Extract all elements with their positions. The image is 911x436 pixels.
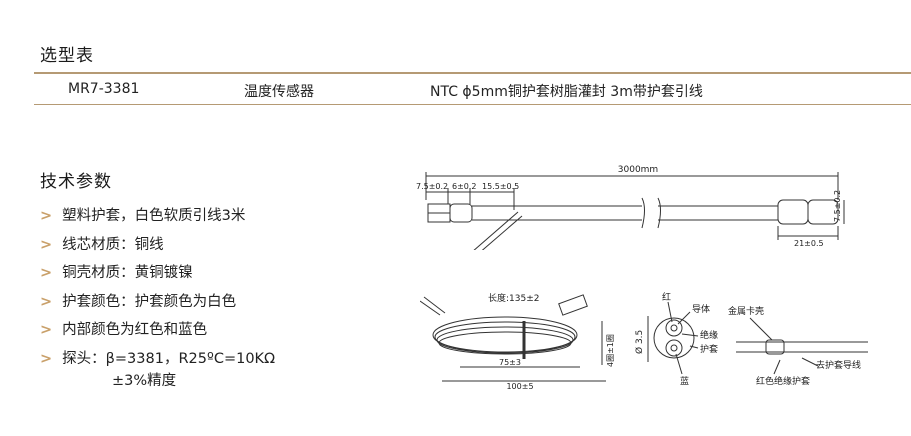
coil-drawing: 长度:135±2 4圈±1圈 75±3 100±5 <box>420 292 615 390</box>
dim-b-label: 6±0.2 <box>452 182 477 191</box>
stripped-lead-label: 去护套导线 <box>816 359 861 371</box>
spec-item: >线芯材质：铜线 <box>40 236 164 253</box>
spec-item: >探头：β=3381，R25ºC=10KΩ <box>40 350 276 367</box>
total-length-label: 3000mm <box>618 165 658 175</box>
description-cell: NTC ϕ5mm铜护套树脂灌封 3m带护套引线 <box>430 84 703 100</box>
chevron-right-icon: > <box>40 350 53 367</box>
table-top-rule <box>34 72 911 74</box>
dim-a-label: 7.5±0.2 <box>416 182 448 191</box>
section-diameter-label: Ø 3.5 <box>634 330 645 354</box>
spec-list: >塑料护套，白色软质引线3米 >线芯材质：铜线 >铜壳材质：黄铜镀镍 >护套颜色… <box>40 204 275 375</box>
table-bottom-rule <box>34 104 911 105</box>
blue-label: 蓝 <box>680 375 689 387</box>
product-drawing: 3000mm 7.5±0.2 6±0.2 15.5±0.5 21±0.5 7.5… <box>416 165 845 250</box>
conductor-label: 导体 <box>692 303 710 315</box>
chevron-right-icon: > <box>40 293 53 310</box>
spec-item: >塑料护套，白色软质引线3米 <box>40 208 246 224</box>
chevron-right-icon: > <box>40 236 53 253</box>
spec-item: >护套颜色：护套颜色为白色 <box>40 293 237 310</box>
coil-loop-label: 4圈±1圈 <box>606 334 615 367</box>
spec-continuation: ±3%精度 <box>112 373 177 389</box>
sheath-label: 护套 <box>700 343 718 355</box>
metal-shell-label: 金属卡壳 <box>728 305 764 317</box>
chevron-right-icon: > <box>40 265 53 281</box>
chevron-right-icon: > <box>40 208 53 224</box>
spec-item: >内部颜色为红色和蓝色 <box>40 322 208 338</box>
model-cell: MR7-3381 <box>68 81 140 97</box>
coil-length-label: 长度:135±2 <box>488 292 539 304</box>
tech-title: 技术参数 <box>40 172 112 192</box>
red-label: 红 <box>662 291 671 303</box>
probe-length-label: 21±0.5 <box>794 239 824 248</box>
coil-outer-dim: 100±5 <box>506 382 533 390</box>
cross-section-drawing: 红 导体 绝缘 护套 蓝 Ø 3.5 <box>634 291 718 387</box>
red-sleeve-label: 红色绝缘护套 <box>756 375 810 387</box>
detail-drawing: 金属卡壳 去护套导线 红色绝缘护套 <box>728 305 868 387</box>
product-name-cell: 温度传感器 <box>244 84 314 100</box>
dim-c-label: 15.5±0.5 <box>482 182 519 191</box>
insulation-label: 绝缘 <box>700 329 718 341</box>
probe-diameter-label: 7.5±0.2 <box>833 190 842 222</box>
chevron-right-icon: > <box>40 322 53 338</box>
coil-inner-dim: 75±3 <box>499 358 521 367</box>
selection-title: 选型表 <box>40 46 94 66</box>
spec-item: >铜壳材质：黄铜镀镍 <box>40 265 193 281</box>
